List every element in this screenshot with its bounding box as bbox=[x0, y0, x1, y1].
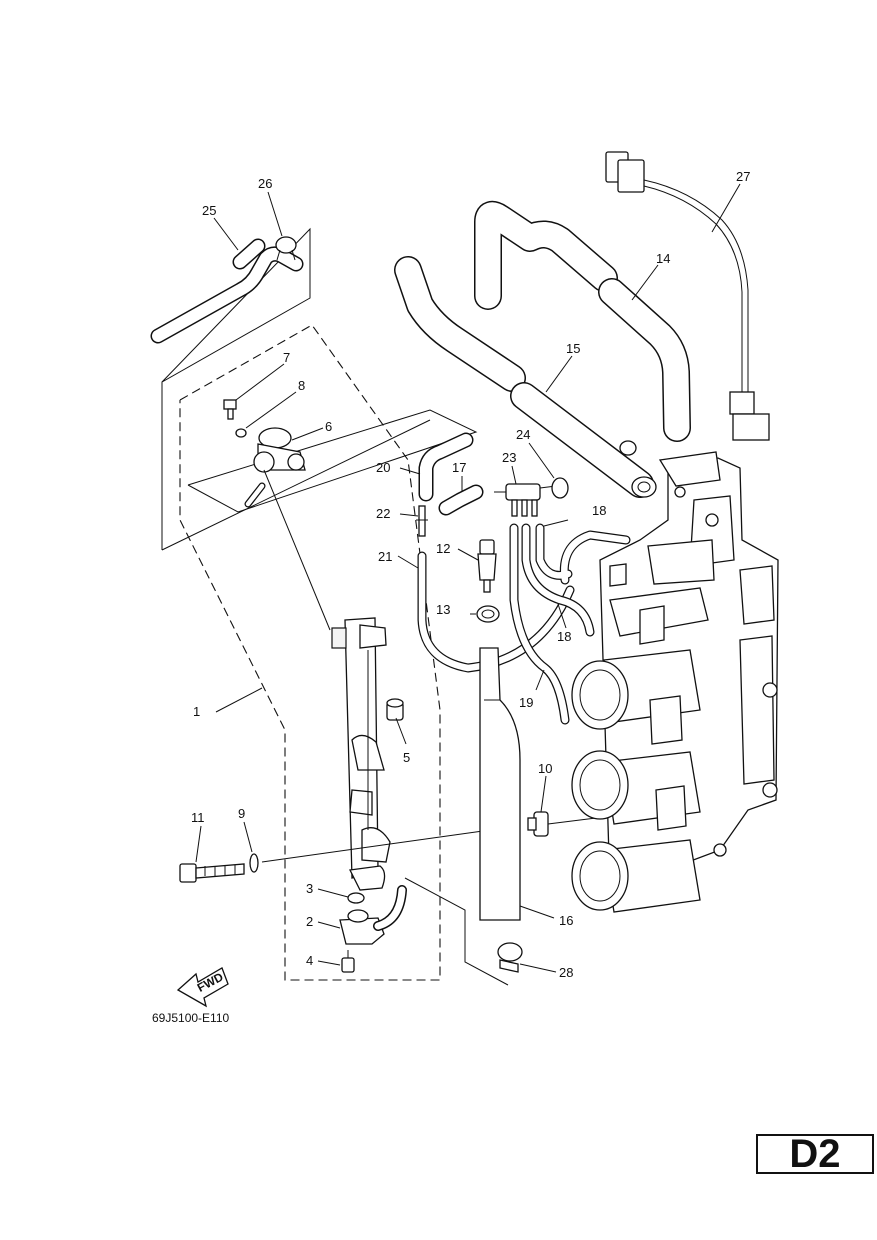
callout-27: 27 bbox=[736, 169, 750, 184]
o-ring-3 bbox=[347, 892, 365, 904]
bolt-11 bbox=[179, 863, 245, 883]
callout-19: 19 bbox=[519, 695, 533, 710]
callout-7: 7 bbox=[283, 350, 290, 365]
hose-21 bbox=[417, 551, 575, 673]
callout-4: 4 bbox=[306, 953, 313, 968]
bolt-4 bbox=[341, 950, 355, 973]
throttle-body-assembly bbox=[571, 451, 779, 913]
hose-25 bbox=[150, 238, 304, 344]
joint-22 bbox=[416, 505, 428, 537]
callout-5: 5 bbox=[403, 750, 410, 765]
drawing-code: 69J5100-E110 bbox=[152, 1011, 230, 1025]
callout-14: 14 bbox=[656, 251, 670, 266]
callout-9: 9 bbox=[238, 806, 245, 821]
callout-15: 15 bbox=[566, 341, 580, 356]
clip-24 bbox=[551, 477, 569, 499]
hose-14 bbox=[474, 200, 691, 442]
callout-1: 1 bbox=[193, 704, 200, 719]
callout-6: 6 bbox=[325, 419, 332, 434]
hose-15 bbox=[394, 256, 657, 498]
clamp-28 bbox=[497, 942, 523, 973]
callout-22: 22 bbox=[376, 506, 390, 521]
callouts: 1 2 3 4 5 6 7 8 9 10 11 12 13 14 15 16 1… bbox=[191, 169, 750, 980]
callout-28: 28 bbox=[559, 965, 573, 980]
hose-19 bbox=[509, 523, 570, 725]
callout-18-lower: 18 bbox=[557, 629, 571, 644]
callout-2: 2 bbox=[306, 914, 313, 929]
cap-5 bbox=[386, 698, 404, 721]
leader-lines bbox=[195, 183, 741, 973]
hose-17 bbox=[438, 484, 484, 516]
callout-10: 10 bbox=[538, 761, 552, 776]
page-id-box: D2 bbox=[756, 1132, 874, 1176]
wire-harness-27 bbox=[605, 151, 770, 441]
fitting-2 bbox=[339, 885, 407, 945]
callout-13: 13 bbox=[436, 602, 450, 617]
callout-3: 3 bbox=[306, 881, 313, 896]
screw-7 bbox=[223, 399, 237, 420]
regulator-6 bbox=[244, 427, 331, 631]
clamp-13 bbox=[476, 605, 500, 623]
direction-arrow: FWD bbox=[176, 967, 229, 1008]
callout-12: 12 bbox=[436, 541, 450, 556]
callout-20: 20 bbox=[376, 460, 390, 475]
callout-17: 17 bbox=[452, 460, 466, 475]
callout-23: 23 bbox=[502, 450, 516, 465]
callout-11: 11 bbox=[191, 810, 205, 825]
callout-25: 25 bbox=[202, 203, 216, 218]
filter-12 bbox=[477, 539, 497, 593]
callout-24: 24 bbox=[516, 427, 530, 442]
callout-26: 26 bbox=[258, 176, 272, 191]
hose-18-upper bbox=[535, 523, 631, 585]
callout-16: 16 bbox=[559, 913, 573, 928]
hose-18-lower bbox=[521, 523, 595, 637]
callout-18-upper: 18 bbox=[592, 503, 606, 518]
group-frames bbox=[161, 227, 509, 986]
hose-clamp-26 bbox=[275, 236, 297, 261]
joint-23 bbox=[494, 483, 557, 517]
callout-8: 8 bbox=[298, 378, 305, 393]
callout-21: 21 bbox=[378, 549, 392, 564]
fuel-rail-1 bbox=[331, 617, 391, 891]
hose-16 bbox=[479, 647, 521, 921]
washer-9 bbox=[249, 829, 491, 873]
grommet-10 bbox=[527, 811, 597, 837]
hose-20 bbox=[418, 432, 474, 502]
o-ring-8 bbox=[235, 428, 247, 438]
